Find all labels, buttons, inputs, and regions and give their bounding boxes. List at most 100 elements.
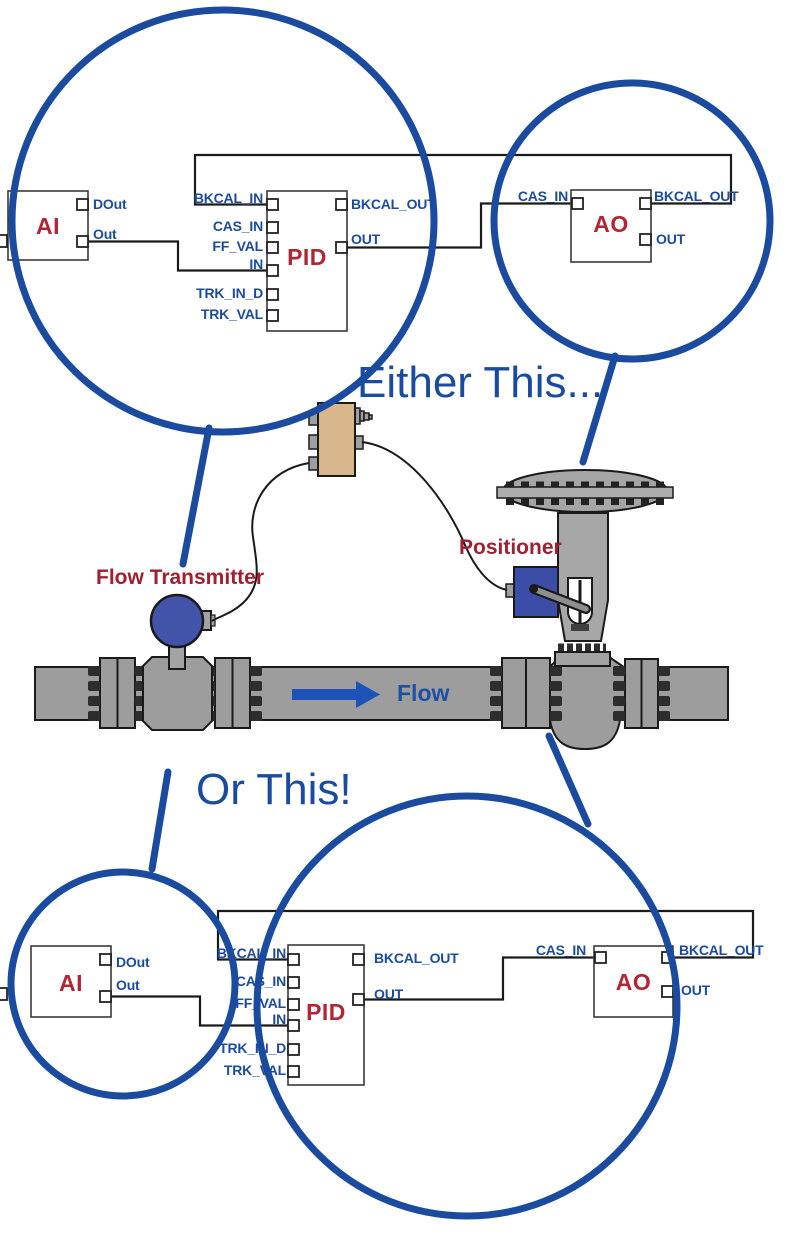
pid-port-label-trk-val: TRK_VAL	[223, 1062, 286, 1078]
ai-block-label: AI	[36, 213, 60, 239]
pid-port-label-bkcal-out: BKCAL_OUT	[351, 196, 436, 212]
ao-port-cas-in	[594, 951, 607, 964]
pid-port-label-out: OUT	[351, 231, 380, 247]
pid-port-label-bkcal-in: BKCAL_IN	[216, 945, 286, 961]
function-blocks-top	[7, 189, 652, 332]
ports-top	[0, 197, 652, 322]
pid-port-trk-val	[266, 309, 279, 322]
ai-port-label-out: Out	[93, 226, 117, 242]
wire-ai-out-to-pid-in	[111, 995, 288, 1027]
pid-block-label: PID	[306, 999, 346, 1025]
pid-port-label-in: IN	[272, 1011, 286, 1027]
flow-transmitter-label: Flow Transmitter	[96, 566, 265, 589]
pid-port-in	[266, 264, 279, 277]
pid-port-label-in: IN	[249, 256, 263, 272]
flow-label: Flow	[397, 680, 450, 706]
ao-port-label-cas-in: CAS_IN	[517, 188, 568, 204]
cable-junction-to-positioner	[361, 441, 508, 591]
ao-block-label: AO	[593, 211, 629, 237]
transmitter-head	[149, 593, 205, 649]
pid-port-trk-in-d	[266, 288, 279, 301]
pid-port-cas-in	[287, 976, 300, 989]
pid-port-label-bkcal-out: BKCAL_OUT	[374, 950, 459, 966]
pid-port-label-bkcal-in: BKCAL_IN	[193, 190, 263, 206]
ao-port-out	[639, 233, 652, 246]
heading-either-this: Either This...	[357, 358, 604, 407]
transmitter-stem	[168, 644, 186, 670]
zoom-tail-top-right	[579, 352, 619, 466]
pid-port-label-trk-in-d: TRK_IN_D	[196, 285, 263, 301]
zoom-circle-bottom-right	[253, 792, 681, 1220]
pid-block	[266, 190, 348, 332]
ai-port-label-dout: DOut	[116, 954, 150, 970]
horn-4	[368, 414, 373, 420]
ai-port-label-out: Out	[116, 977, 140, 993]
pid-port-label-trk-in-d: TRK_IN_D	[219, 1040, 286, 1056]
pid-port-label-trk-val: TRK_VAL	[200, 306, 263, 322]
ai-port-label-dout: DOut	[93, 196, 127, 212]
cable-junction-to-transmitter	[211, 462, 310, 622]
zoom-tail-bottom-left	[148, 768, 172, 873]
bonnet-flange	[554, 651, 611, 667]
zoom-circle-bottom-left	[7, 868, 239, 1100]
ao-port-label-bkcal-out: BKCAL_OUT	[654, 188, 739, 204]
ao-port-label-cas-in: CAS_IN	[535, 942, 586, 958]
ao-port-bkcal-out	[639, 197, 652, 210]
pid-port-bkcal-in	[266, 198, 279, 211]
ai-block	[7, 190, 89, 261]
pid-port-trk-in-d	[287, 1043, 300, 1056]
wires-top	[88, 153, 733, 272]
pid-port-ff-val	[266, 241, 279, 254]
pipe-scene	[34, 402, 729, 751]
pid-port-label-ff-val: FF_VAL	[212, 238, 263, 254]
wire-ao-bkcal-to-pid-bkcal	[193, 153, 733, 206]
ai-port-dout	[76, 198, 89, 211]
pid-port-label-ff-val: FF_VAL	[235, 995, 286, 1011]
zoom-tail-top-left	[179, 424, 213, 568]
zoom-tail-bottom-right	[545, 732, 592, 828]
ao-port-label-bkcal-out: BKCAL_OUT	[679, 942, 764, 958]
positioner-lever	[531, 586, 589, 612]
pid-block-label: PID	[287, 244, 327, 270]
pid-port-label-cas-in: CAS_IN	[212, 218, 263, 234]
stray-port	[0, 987, 8, 1001]
ao-block-label: AO	[615, 969, 652, 995]
heading-or-this: Or This!	[196, 765, 352, 814]
ao-port-label-out: OUT	[681, 982, 710, 998]
diaphragm-flange-band	[496, 486, 674, 499]
wire-ai-out-to-pid-in	[88, 240, 267, 272]
lever-pivot	[530, 585, 538, 593]
ai-port-edge	[0, 234, 8, 248]
ao-port-cas-in	[571, 197, 584, 210]
positioner-label: Positioner	[459, 536, 562, 559]
wire-pid-out-to-ao-cas	[347, 202, 572, 249]
pid-port-ff-val	[287, 998, 300, 1011]
ao-port-label-out: OUT	[656, 231, 685, 247]
pid-port-bkcal-out	[352, 953, 365, 966]
pid-port-out	[352, 993, 365, 1006]
pid-block	[287, 944, 365, 1086]
ai-port-out	[76, 235, 89, 248]
pid-port-bkcal-out	[335, 198, 348, 211]
pid-port-cas-in	[266, 221, 279, 234]
ai-port-dout	[99, 953, 112, 966]
ai-block	[30, 945, 112, 1018]
ao-block	[570, 189, 652, 263]
stem-connector	[571, 624, 589, 631]
flanges	[99, 657, 659, 729]
ao-block	[593, 945, 674, 1018]
valve-body-belly	[550, 719, 620, 749]
pid-port-in	[287, 1019, 300, 1032]
zoom-circle-top-right	[490, 79, 774, 363]
pid-port-trk-val	[287, 1065, 300, 1078]
pid-port-label-out: OUT	[374, 986, 403, 1002]
pid-port-out	[335, 241, 348, 254]
wire-pid-out-to-ao-cas	[364, 956, 595, 1001]
function-blocks-bottom	[30, 944, 674, 1086]
junction-box	[317, 402, 356, 477]
ai-port-out	[99, 990, 112, 1003]
zoom-circle-top-left	[8, 6, 438, 436]
pid-port-bkcal-in	[287, 953, 300, 966]
